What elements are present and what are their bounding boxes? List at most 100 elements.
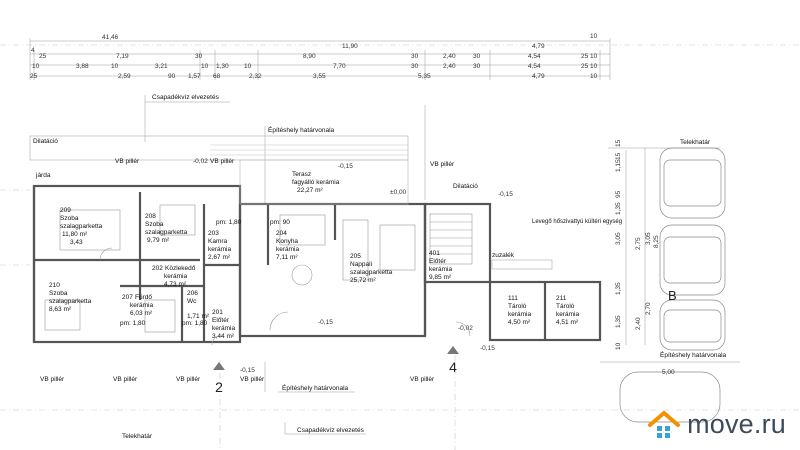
- room-203: pm: 1,80 203 Kamra kerámia 2,67 m²: [208, 219, 242, 261]
- room-111: 111 Tároló kerámia 4,50 m²: [508, 295, 532, 326]
- room-area: 7,11 m²: [276, 254, 298, 261]
- dim-6: 1,30: [216, 63, 229, 70]
- room-name: Közlekedő: [165, 265, 196, 272]
- dim-2: 25: [39, 53, 47, 60]
- level-markers: -0,02 -0,15 ±0,00 -0,15 -0,15 -0,02 -0,1…: [193, 158, 513, 374]
- boundary-label-right: Építéshely határvonala: [660, 350, 727, 359]
- dim-12: 1,35: [615, 315, 622, 328]
- room-name: Szoba: [49, 290, 68, 297]
- dim-9: 30: [411, 63, 419, 70]
- room-207: 207 Fürdő kerámia 6,03 m² pm: 1,80: [120, 294, 154, 327]
- level-label: -0,15: [480, 345, 495, 352]
- room-floor: szalagparketta: [60, 223, 103, 230]
- dim-2: 15: [615, 152, 622, 160]
- dim-6: 30: [411, 53, 419, 60]
- dim-1: 4: [31, 47, 35, 54]
- dim-8: 5,35: [418, 73, 431, 80]
- level-label: ±0,00: [390, 189, 407, 196]
- furniture: [44, 204, 416, 333]
- roof-hatch: [210, 144, 408, 156]
- pillar-label: VB pillér: [113, 376, 138, 383]
- dim-13: 25: [581, 63, 589, 70]
- grid-lines: [0, 44, 800, 450]
- room-area: 9,79 m²: [147, 237, 170, 244]
- dim-9: 4,79: [532, 73, 545, 80]
- parking-cars: [619, 147, 726, 423]
- level-label: -0,02: [193, 158, 208, 165]
- pillar-label: VB pillér: [210, 158, 235, 165]
- dim-10: 2,40: [443, 63, 456, 70]
- room-205: 205 Nappali szalagparketta 25,72 m²: [350, 253, 393, 284]
- dim-5: 8,90: [303, 53, 316, 60]
- terrace-floor: fagyálló kerámia: [292, 179, 340, 186]
- dim-2: 2,59: [118, 73, 131, 80]
- level-label: -0,02: [458, 325, 473, 332]
- room-201: 201 Előtér kerámia 3,44 m²: [212, 309, 236, 340]
- room-floor: kerámia: [556, 311, 580, 318]
- dim-4: 10: [590, 33, 598, 40]
- dim-1: 15: [615, 139, 622, 147]
- room-floor: kerámia: [130, 302, 154, 309]
- room-area: 1,71 m²: [187, 313, 210, 320]
- room-name: Fürdő: [135, 294, 152, 301]
- dilatation-label-1: Dilatáció: [33, 138, 58, 145]
- room-floor: szalagparketta: [350, 269, 393, 276]
- dim-7: 3,55: [313, 73, 326, 80]
- room-area: 8,63 m²: [49, 306, 72, 313]
- room-floor: kerámia: [208, 246, 232, 253]
- right-dimension-labels: 15 15 1,15 95 1,35 3,05 2,75 3,05 8,25 1…: [615, 139, 660, 350]
- dilatation-band: [29, 135, 409, 161]
- room-number: 209: [60, 207, 71, 214]
- terrace-name: Terasz: [292, 171, 311, 178]
- dim-1: 41,46: [102, 34, 119, 41]
- parking-letter: B: [668, 288, 677, 303]
- dim-10: 25: [581, 53, 589, 60]
- room-floor: szalagparketta: [49, 298, 92, 305]
- terrace-outline: [239, 159, 409, 205]
- room-floor: kerámia: [164, 273, 188, 280]
- room-area: 9,85 m²: [429, 274, 452, 281]
- dim-9: 8,25: [653, 235, 660, 248]
- room-name: Előtér: [429, 258, 447, 265]
- room-number: 206: [187, 290, 198, 297]
- dim-11: 10: [590, 53, 598, 60]
- room-extra: pm: 90: [270, 219, 290, 226]
- dim-2: 3,88: [76, 63, 89, 70]
- room-floor: kerámia: [508, 311, 532, 318]
- room-floor: kerámia: [276, 246, 300, 253]
- heatpump-label: Levegő hőszivattyú kültéri egység: [532, 219, 622, 225]
- gutter-label-top: Csapadékvíz elvezetés: [152, 94, 220, 101]
- room-204: pm: 90 204 Konyha kerámia 7,11 m²: [270, 219, 300, 261]
- dim-3: 4,79: [532, 43, 545, 50]
- section-number: 4: [449, 359, 457, 375]
- dim-11: 30: [473, 63, 481, 70]
- room-area: 2,67 m²: [208, 254, 231, 261]
- room-202: 202 Közlekedő kerámia 4,73 m²: [152, 265, 196, 288]
- room-number: 205: [350, 253, 361, 260]
- room-floor: szalagparketta: [145, 229, 188, 236]
- room-name: Szoba: [60, 215, 79, 222]
- level-label: -0,15: [338, 163, 353, 170]
- section-number: 2: [215, 379, 223, 395]
- dim-row-4: 25 2,59 90 1,57 68 2,32 3,55 5,35 4,79 1…: [30, 73, 598, 80]
- room-floor: kerámia: [429, 266, 453, 273]
- room-floor: kerámia: [212, 325, 236, 332]
- dim-7: 2,40: [443, 53, 456, 60]
- dim-5: 10: [201, 63, 209, 70]
- pillar-label: VB pillér: [115, 158, 140, 165]
- level-label: -0,15: [240, 367, 255, 374]
- dim-5: 68: [213, 73, 221, 80]
- dim-5: 1,35: [615, 202, 622, 215]
- dilatation-label-2: Dilatáció: [453, 183, 478, 190]
- room-number: 207: [122, 294, 133, 301]
- bottom-dim: 5,00: [662, 369, 675, 376]
- watermark: move.ru: [647, 409, 786, 440]
- dim-7: 10: [244, 63, 252, 70]
- dim-4: 3,21: [155, 63, 168, 70]
- room-208: 208 Szoba szalagparketta 9,79 m²: [145, 213, 188, 244]
- dim-7: 2,75: [635, 237, 642, 250]
- room-name: Nappali: [350, 261, 372, 268]
- dim-3: 1,15: [615, 159, 622, 172]
- dim-row-2: 4 25 7,19 30 8,90 30 2,40 30 4,54 25 10: [31, 47, 598, 60]
- plot-limit-left: Telekhatár: [122, 433, 153, 440]
